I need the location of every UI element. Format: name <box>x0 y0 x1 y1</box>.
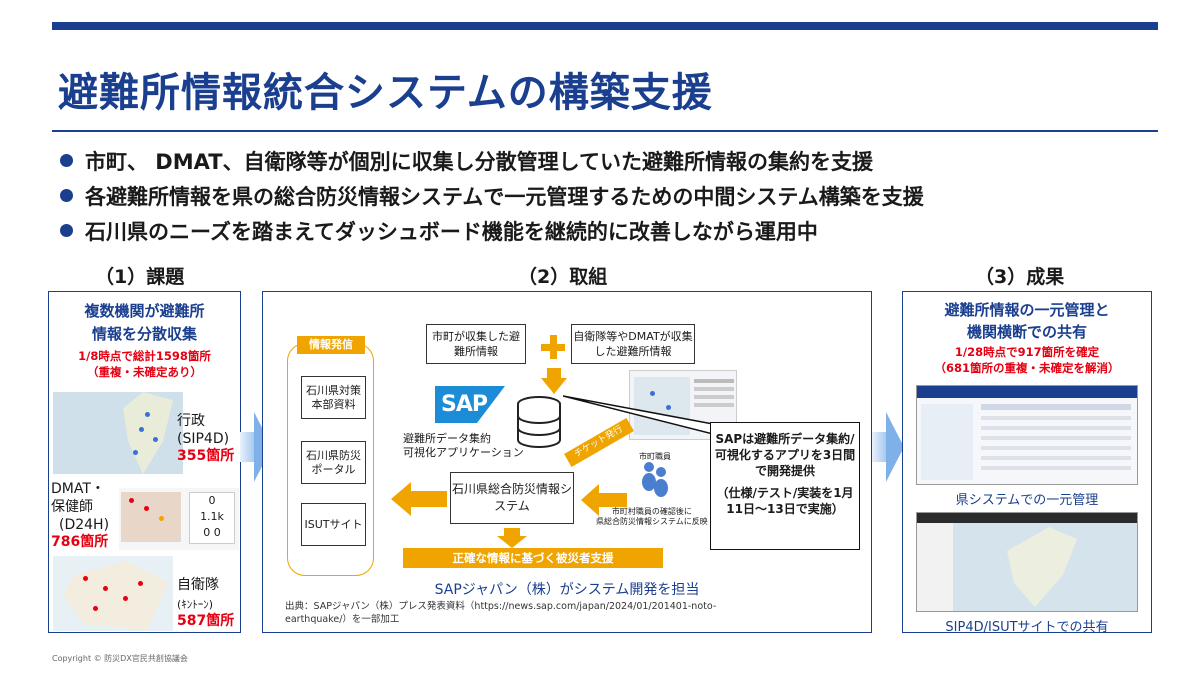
sdf-dmat-data-box: 自衛隊等やDMATが収集した避難所情報 <box>571 324 695 364</box>
public-health-nurse-label: 保健師 <box>51 499 93 515</box>
down-arrow-icon <box>497 528 527 548</box>
section-heading-issue: （1）課題 <box>95 266 185 288</box>
result-count-note: 1/28時点で917箇所を確定 （681箇所の重複・未確定を解消） <box>934 345 1120 375</box>
flow-arrow-icon <box>872 412 904 482</box>
callout-pointer <box>563 395 713 434</box>
gov-system-label: (SIP4D) <box>177 431 230 447</box>
issue-count-note: 1/8時点で総計1598箇所 （重複・未確定あり） <box>78 349 211 379</box>
page-title: 避難所情報統合システムの構築支援 <box>58 70 713 116</box>
bullet-item: 各避難所情報を県の総合防災情報システムで一元管理するための中間システム構築を支援 <box>60 178 1160 213</box>
issue-heading: 複数機関が避難所 情報を分散収集 <box>84 302 205 343</box>
copyright: Copyright © 防災DX官民共創協議会 <box>52 654 188 663</box>
staff-label: 市町職員 <box>639 452 671 461</box>
sap-logo: SAP <box>435 386 505 423</box>
title-divider <box>52 130 1158 132</box>
plus-icon-bar <box>541 344 565 351</box>
bullet-dot-icon <box>60 189 73 202</box>
issue-panel: 複数機関が避難所 情報を分散収集 1/8時点で総計1598箇所 （重複・未確定あ… <box>48 291 241 633</box>
info-item-hq-docs: 石川県対策本部資料 <box>301 376 366 419</box>
staff-people-icon <box>642 462 668 497</box>
info-item-isut: ISUTサイト <box>301 503 366 546</box>
prefecture-system-caption: 県システムでの一元管理 <box>955 493 1099 508</box>
kintone-label: (ｷﾝﾄｰﾝ) <box>177 598 214 611</box>
sip4d-map-image <box>53 392 183 474</box>
database-icon <box>517 396 561 448</box>
down-arrow-icon <box>541 368 567 394</box>
sdf-label: 自衛隊 <box>177 577 219 593</box>
approach-panel: 情報発信 石川県対策本部資料 石川県防災ポータル ISUTサイト 市町が収集した… <box>262 291 872 633</box>
result-heading: 避難所情報の一元管理と 機関横断での共有 <box>944 301 1110 341</box>
dmat-label: DMAT・ <box>51 481 105 497</box>
dmat-count: 786箇所 <box>51 534 109 550</box>
bullet-dot-icon <box>60 154 73 167</box>
section-heading-approach: （2）取組 <box>518 266 608 288</box>
sap-callout-box: SAPは避難所データ集約/可視化するアプリを3日間で開発提供 （仕様/テスト/実… <box>710 422 860 550</box>
sap-dev-caption: SAPジャパン（株）がシステム開発を担当 <box>434 582 700 598</box>
result-panel: 避難所情報の一元管理と 機関横断での共有 1/28時点で917箇所を確定 （68… <box>902 291 1152 633</box>
sip4d-isut-caption: SIP4D/ISUTサイトでの共有 <box>945 620 1109 633</box>
source-note: 出典：SAPジャパン（株）プレス発表資料（https://news.sap.co… <box>285 601 717 625</box>
victim-support-bar: 正確な情報に基づく被災者支援 <box>403 548 663 568</box>
city-data-box: 市町が収集した避難所情報 <box>426 324 526 364</box>
bullet-list: 市町、 DMAT、自衛隊等が個別に収集し分散管理していた避難所情報の集約を支援 … <box>60 143 1160 248</box>
gov-label: 行政 <box>177 413 205 429</box>
section-heading-result: （3）成果 <box>975 266 1065 288</box>
bullet-dot-icon <box>60 224 73 237</box>
gov-count: 355箇所 <box>177 448 235 464</box>
app-label: 避難所データ集約 可視化アプリケーション <box>403 432 524 459</box>
bullet-item: 石川県のニーズを踏まえてダッシュボード機能を継続的に改善しながら運用中 <box>60 213 1160 248</box>
bullet-item: 市町、 DMAT、自衛隊等が個別に収集し分散管理していた避難所情報の集約を支援 <box>60 143 1160 178</box>
ishikawa-system-box: 石川県総合防災情報システム <box>450 472 574 524</box>
info-item-portal: 石川県防災ポータル <box>301 441 366 484</box>
prefecture-system-screenshot <box>916 385 1138 485</box>
kintone-map-image <box>53 556 173 631</box>
left-arrow-icon <box>581 484 627 516</box>
sip4d-isut-screenshot <box>916 512 1138 612</box>
sdf-count: 587箇所 <box>177 613 235 629</box>
staff-note: 市町村職員の確認後に 県総合防災情報システムに反映 <box>596 507 708 526</box>
top-accent-bar <box>52 22 1158 30</box>
info-distribution-tag: 情報発信 <box>297 336 365 354</box>
left-arrow-icon <box>391 482 447 516</box>
d24h-label: (D24H) <box>59 517 110 533</box>
